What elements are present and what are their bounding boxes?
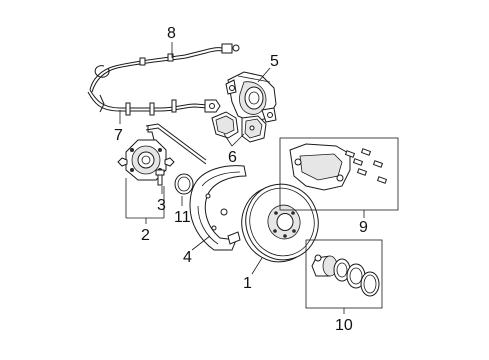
axle-rod [145, 123, 207, 165]
brake-pads [211, 111, 267, 143]
abs-sensor-harness [87, 43, 240, 116]
leader-lines [119, 42, 365, 314]
harness-bracket [99, 94, 105, 113]
callout-5: 5 [270, 53, 279, 70]
callout-9: 9 [359, 219, 368, 236]
brake-rotor [241, 183, 319, 263]
caliper-bracket-kit [279, 137, 399, 211]
seal-ring [174, 173, 194, 195]
splash-shield [189, 165, 247, 251]
callout-4: 4 [183, 249, 192, 266]
caliper-assembly [225, 71, 277, 123]
hub-bolt [155, 169, 165, 186]
caliper-repair-kit [305, 239, 383, 309]
callout-2: 2 [141, 227, 150, 244]
callout-1: 1 [243, 275, 252, 292]
callout-11: 11 [174, 209, 191, 226]
callout-3: 3 [157, 197, 166, 214]
callout-8: 8 [167, 25, 176, 42]
callout-10: 10 [335, 317, 353, 334]
callout-6: 6 [228, 149, 237, 166]
callout-labels: 8 5 7 6 3 11 2 4 1 9 10 [114, 25, 368, 334]
callout-7: 7 [114, 127, 123, 144]
hub-bearing-assembly [117, 139, 175, 181]
